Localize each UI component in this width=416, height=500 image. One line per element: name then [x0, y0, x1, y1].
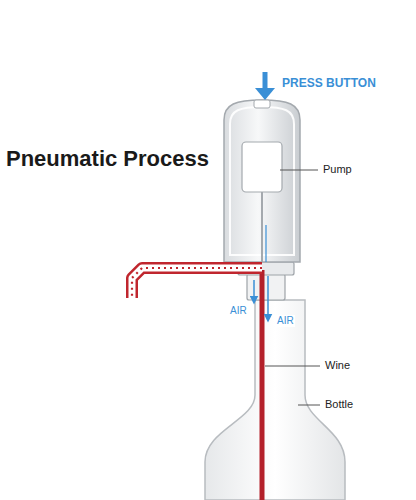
diagram-title: Pneumatic Process: [6, 146, 209, 171]
air-channel: [265, 225, 266, 262]
air-label: AIR: [229, 305, 248, 317]
spout-inner: [132, 268, 262, 298]
pump-cylinder: [242, 142, 282, 192]
pump-rod: [261, 192, 263, 262]
button: [254, 100, 270, 108]
part-label: Pump: [322, 163, 353, 176]
spout-wine-dots: [132, 268, 262, 297]
part-label: Wine: [324, 359, 351, 372]
spout: [132, 268, 262, 298]
action-label: PRESS BUTTON: [281, 77, 377, 91]
pump-housing: [224, 100, 300, 262]
leader-line: [280, 170, 318, 171]
press-arrowhead: [255, 88, 275, 100]
wine-tube: [260, 270, 265, 500]
leader-line: [265, 366, 320, 367]
part-label: Bottle: [324, 398, 354, 411]
stopper: [247, 274, 285, 300]
air-arrow: [253, 280, 255, 300]
leader-line: [298, 405, 320, 406]
air-label: AIR: [276, 315, 295, 327]
air-arrow: [267, 276, 269, 318]
